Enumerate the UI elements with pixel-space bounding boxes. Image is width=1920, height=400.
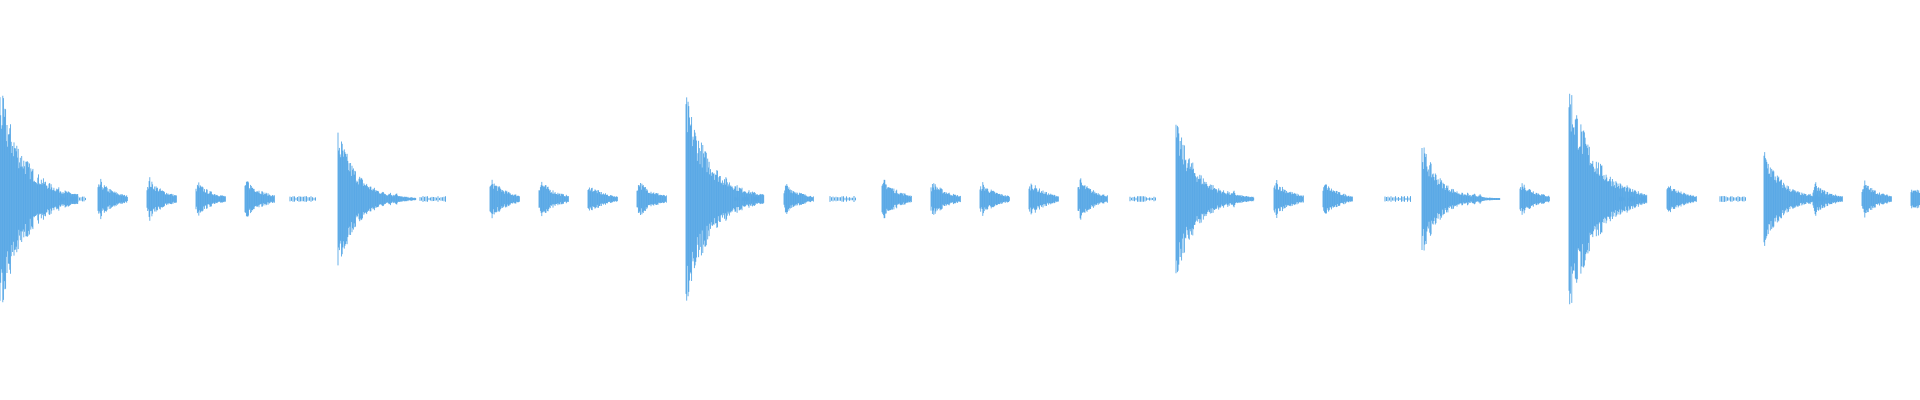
waveform-event-hat bbox=[1519, 183, 1550, 215]
waveform-event-hat bbox=[1910, 189, 1920, 209]
waveform-event-hat bbox=[783, 184, 814, 214]
waveform-event-hat bbox=[1861, 180, 1892, 218]
waveform-event-kick bbox=[337, 132, 417, 266]
waveform-event-kick bbox=[1421, 147, 1501, 251]
waveform-event-hat bbox=[587, 187, 618, 211]
waveform-event-hat bbox=[146, 177, 177, 221]
waveform-event-hat bbox=[930, 183, 961, 215]
waveform-event-kick bbox=[0, 95, 79, 303]
waveform-event-hat bbox=[1666, 185, 1697, 213]
waveform-event-hat bbox=[97, 178, 128, 220]
waveform-event-hat bbox=[1273, 180, 1304, 218]
waveform-event-kick bbox=[1175, 124, 1255, 274]
waveform-event-hat bbox=[636, 183, 667, 215]
waveform-event-hat bbox=[195, 182, 226, 216]
waveform-event-hat bbox=[1322, 184, 1353, 214]
waveform-event-hat bbox=[538, 181, 569, 217]
waveform-event-hat bbox=[244, 181, 275, 217]
waveform-center-line bbox=[0, 199, 1920, 200]
waveform-event-hat bbox=[881, 179, 912, 219]
waveform-event-kick bbox=[1568, 93, 1648, 305]
waveform-event-kick bbox=[1763, 152, 1843, 246]
waveform-event-hat bbox=[1028, 183, 1059, 215]
waveform-event-kick bbox=[685, 97, 765, 301]
waveform-event-hat bbox=[979, 182, 1010, 216]
waveform-bars bbox=[0, 93, 1920, 305]
waveform-event-hat bbox=[489, 179, 520, 219]
waveform-event-hat bbox=[1077, 178, 1108, 220]
waveform-event-hat bbox=[1812, 182, 1843, 216]
